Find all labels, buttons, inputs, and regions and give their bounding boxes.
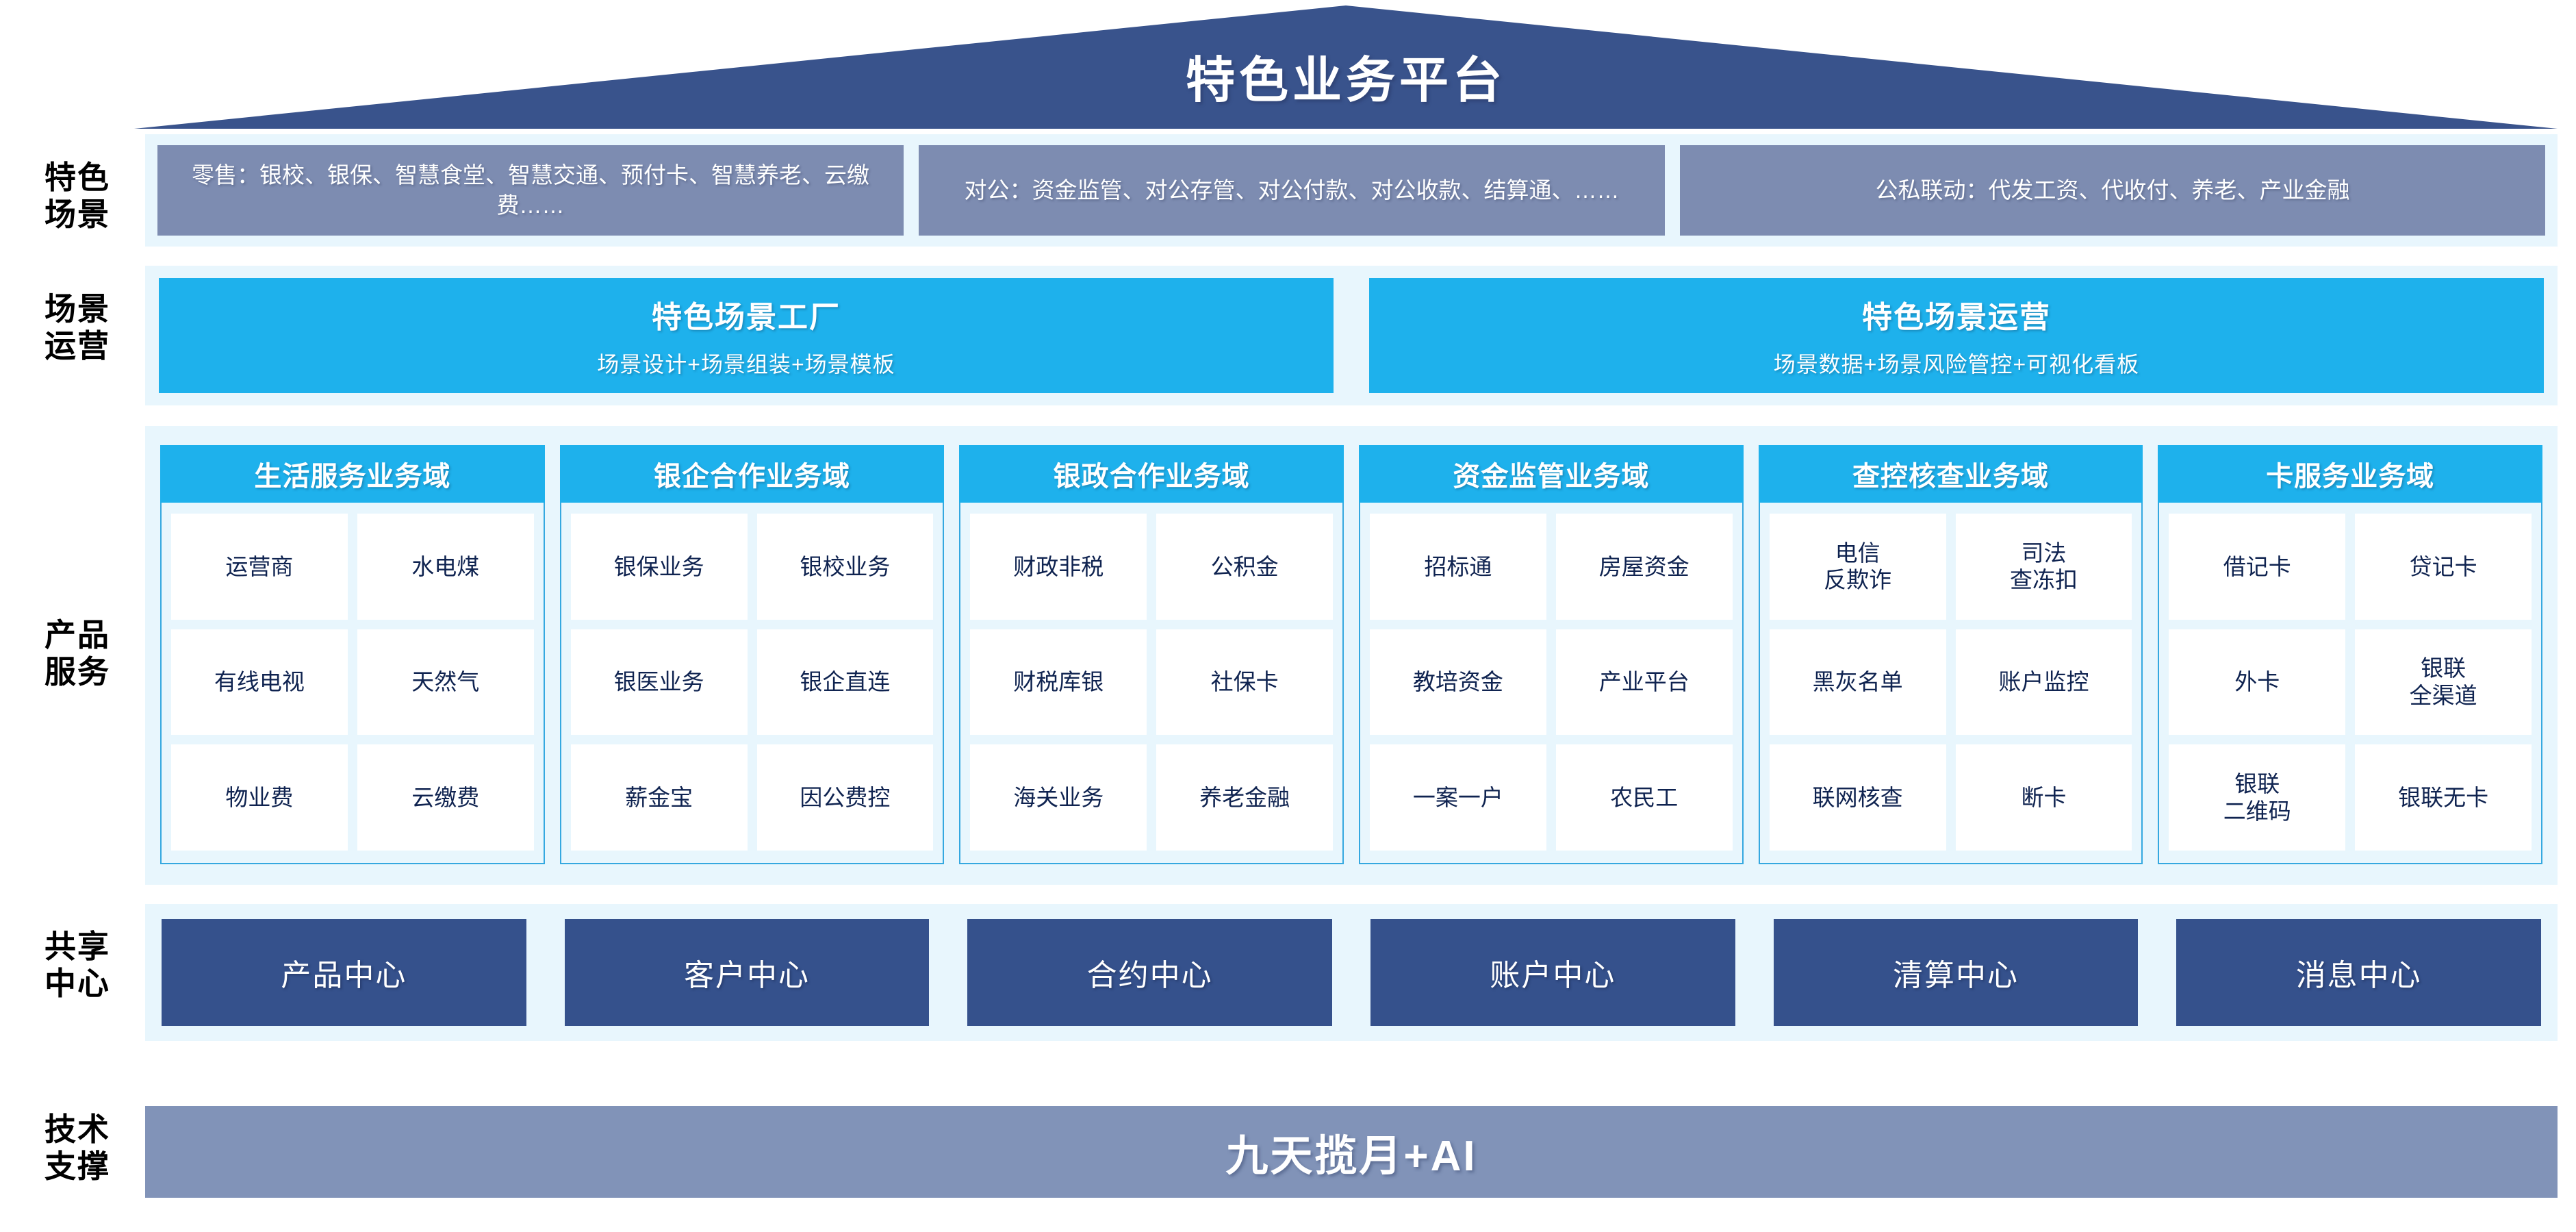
domain-item[interactable]: 养老金融 bbox=[1156, 744, 1334, 851]
domain-items: 财政非税 公积金 财税库银 社保卡 海关业务 养老金融 bbox=[959, 503, 1344, 864]
domain-items: 招标通 房屋资金 教培资金 产业平台 一案一户 农民工 bbox=[1359, 503, 1744, 864]
domain-column-investigation-control: 查控核查业务域 电信 反欺诈 司法 查冻扣 黑灰名单 账户监控 联网核查 断卡 bbox=[1758, 445, 2143, 864]
domain-item[interactable]: 银医业务 bbox=[570, 629, 748, 736]
domain-title[interactable]: 查控核查业务域 bbox=[1758, 445, 2143, 503]
domain-item[interactable]: 银联无卡 bbox=[2355, 744, 2532, 851]
product-service-band: 生活服务业务域 运营商 水电煤 有线电视 天然气 物业费 云缴费 银企合作业务域… bbox=[145, 426, 2558, 885]
domain-columns: 生活服务业务域 运营商 水电煤 有线电视 天然气 物业费 云缴费 银企合作业务域… bbox=[145, 426, 2558, 885]
shared-center-customer[interactable]: 客户中心 bbox=[564, 919, 930, 1026]
row-label-shared: 共享 中心 bbox=[44, 929, 110, 1002]
domain-items: 借记卡 贷记卡 外卡 银联 全渠道 银联 二维码 银联无卡 bbox=[2158, 503, 2543, 864]
domain-title[interactable]: 卡服务业务域 bbox=[2158, 445, 2543, 503]
domain-items: 电信 反欺诈 司法 查冻扣 黑灰名单 账户监控 联网核查 断卡 bbox=[1758, 503, 2143, 864]
domain-item[interactable]: 借记卡 bbox=[2169, 514, 2346, 620]
operation-title: 特色场景工厂 bbox=[652, 301, 841, 334]
domain-item[interactable]: 产业平台 bbox=[1555, 629, 1733, 736]
row-label-operation: 场景 运营 bbox=[44, 291, 110, 364]
row-label-product: 产品 服务 bbox=[44, 617, 110, 690]
domain-item[interactable]: 物业费 bbox=[171, 744, 348, 851]
domain-item[interactable]: 断卡 bbox=[1955, 744, 2132, 851]
domain-item[interactable]: 财税库银 bbox=[970, 629, 1147, 736]
operation-box-scene-factory[interactable]: 特色场景工厂 场景设计+场景组装+场景模板 bbox=[159, 278, 1334, 393]
shared-center-message[interactable]: 消息中心 bbox=[2176, 919, 2542, 1026]
operation-subtitle: 场景数据+场景风险管控+可视化看板 bbox=[1773, 352, 2140, 377]
scene-row: 零售：银校、银保、智慧食堂、智慧交通、预付卡、智慧养老、云缴费…… 对公：资金监… bbox=[145, 134, 2558, 247]
domain-item[interactable]: 电信 反欺诈 bbox=[1769, 514, 1946, 620]
shared-center-row: 产品中心 客户中心 合约中心 账户中心 清算中心 消息中心 bbox=[145, 904, 2558, 1041]
domain-item[interactable]: 贷记卡 bbox=[2355, 514, 2532, 620]
domain-column-life-service: 生活服务业务域 运营商 水电煤 有线电视 天然气 物业费 云缴费 bbox=[160, 445, 545, 864]
domain-item[interactable]: 教培资金 bbox=[1370, 629, 1546, 736]
row-label-tech: 技术 支撑 bbox=[44, 1111, 110, 1185]
domain-item[interactable]: 天然气 bbox=[357, 629, 534, 736]
domain-title[interactable]: 生活服务业务域 bbox=[160, 445, 545, 503]
shared-center-band: 产品中心 客户中心 合约中心 账户中心 清算中心 消息中心 bbox=[145, 904, 2558, 1041]
domain-column-bank-enterprise: 银企合作业务域 银保业务 银校业务 银医业务 银企直连 薪金宝 因公费控 bbox=[559, 445, 945, 864]
domain-item[interactable]: 招标通 bbox=[1370, 514, 1546, 620]
domain-column-fund-supervision: 资金监管业务域 招标通 房屋资金 教培资金 产业平台 一案一户 农民工 bbox=[1359, 445, 1744, 864]
domain-item[interactable]: 账户监控 bbox=[1955, 629, 2132, 736]
domain-item[interactable]: 联网核查 bbox=[1769, 744, 1946, 851]
shared-center-contract[interactable]: 合约中心 bbox=[967, 919, 1333, 1026]
domain-item[interactable]: 司法 查冻扣 bbox=[1955, 514, 2132, 620]
shared-center-product[interactable]: 产品中心 bbox=[162, 919, 526, 1026]
operation-box-scene-operation[interactable]: 特色场景运营 场景数据+场景风险管控+可视化看板 bbox=[1369, 278, 2544, 393]
domain-items: 银保业务 银校业务 银医业务 银企直连 薪金宝 因公费控 bbox=[559, 503, 945, 864]
domain-item[interactable]: 公积金 bbox=[1156, 514, 1334, 620]
domain-item[interactable]: 一案一户 bbox=[1370, 744, 1546, 851]
operation-row: 特色场景工厂 场景设计+场景组装+场景模板 特色场景运营 场景数据+场景风险管控… bbox=[145, 266, 2558, 405]
domain-item[interactable]: 黑灰名单 bbox=[1769, 629, 1946, 736]
domain-item[interactable]: 农民工 bbox=[1555, 744, 1733, 851]
domain-item[interactable]: 财政非税 bbox=[970, 514, 1147, 620]
domain-title[interactable]: 资金监管业务域 bbox=[1359, 445, 1744, 503]
scene-box-corporate[interactable]: 对公：资金监管、对公存管、对公付款、对公收款、结算通、…… bbox=[919, 145, 1665, 236]
domain-item[interactable]: 薪金宝 bbox=[570, 744, 748, 851]
domain-item[interactable]: 银联 二维码 bbox=[2169, 744, 2346, 851]
domain-title[interactable]: 银政合作业务域 bbox=[959, 445, 1344, 503]
domain-items: 运营商 水电煤 有线电视 天然气 物业费 云缴费 bbox=[160, 503, 545, 864]
platform-roof-banner: 特色业务平台 bbox=[134, 5, 2558, 129]
domain-title[interactable]: 银企合作业务域 bbox=[559, 445, 945, 503]
domain-item[interactable]: 运营商 bbox=[171, 514, 348, 620]
domain-item[interactable]: 海关业务 bbox=[970, 744, 1147, 851]
operation-subtitle: 场景设计+场景组装+场景模板 bbox=[597, 352, 895, 377]
shared-center-account[interactable]: 账户中心 bbox=[1370, 919, 1735, 1026]
operation-band: 特色场景工厂 场景设计+场景组装+场景模板 特色场景运营 场景数据+场景风险管控… bbox=[145, 266, 2558, 405]
page-title: 特色业务平台 bbox=[1185, 53, 1506, 108]
domain-item[interactable]: 因公费控 bbox=[756, 744, 934, 851]
domain-item[interactable]: 外卡 bbox=[2169, 629, 2346, 736]
domain-item[interactable]: 银保业务 bbox=[570, 514, 748, 620]
domain-column-bank-government: 银政合作业务域 财政非税 公积金 财税库银 社保卡 海关业务 养老金融 bbox=[959, 445, 1344, 864]
tech-support-band: 九天揽月+AI bbox=[145, 1106, 2558, 1198]
domain-item[interactable]: 银校业务 bbox=[756, 514, 934, 620]
shared-center-clearing[interactable]: 清算中心 bbox=[1773, 919, 2139, 1026]
domain-item[interactable]: 房屋资金 bbox=[1555, 514, 1733, 620]
scene-box-retail[interactable]: 零售：银校、银保、智慧食堂、智慧交通、预付卡、智慧养老、云缴费…… bbox=[157, 145, 904, 236]
domain-item[interactable]: 社保卡 bbox=[1156, 629, 1334, 736]
tech-support-title: 九天揽月+AI bbox=[1225, 1133, 1477, 1180]
domain-item[interactable]: 银联 全渠道 bbox=[2355, 629, 2532, 736]
scene-band: 零售：银校、银保、智慧食堂、智慧交通、预付卡、智慧养老、云缴费…… 对公：资金监… bbox=[145, 134, 2558, 247]
domain-item[interactable]: 云缴费 bbox=[357, 744, 534, 851]
domain-item[interactable]: 银企直连 bbox=[756, 629, 934, 736]
scene-box-linkage[interactable]: 公私联动：代发工资、代收付、养老、产业金融 bbox=[1680, 145, 2545, 236]
domain-column-card-service: 卡服务业务域 借记卡 贷记卡 外卡 银联 全渠道 银联 二维码 银联无卡 bbox=[2158, 445, 2543, 864]
domain-item[interactable]: 水电煤 bbox=[357, 514, 534, 620]
operation-title: 特色场景运营 bbox=[1862, 301, 2051, 334]
row-label-scene: 特色 场景 bbox=[44, 160, 110, 233]
domain-item[interactable]: 有线电视 bbox=[171, 629, 348, 736]
